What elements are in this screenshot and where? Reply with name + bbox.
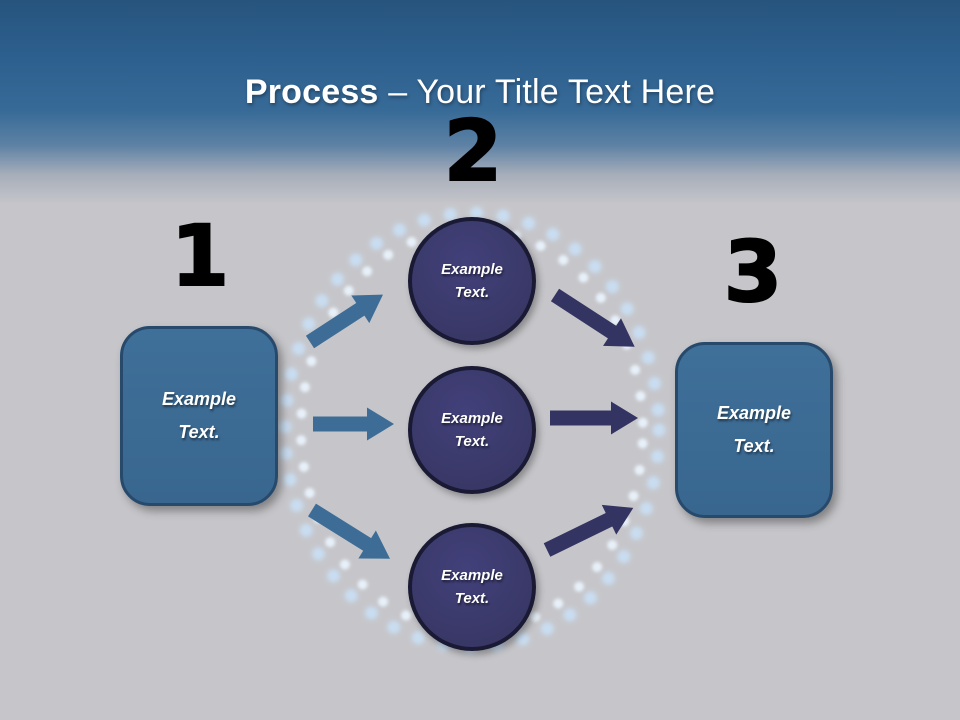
header-gradient-band bbox=[0, 0, 960, 210]
slide-title-rest: – Your Title Text Here bbox=[378, 72, 716, 111]
step-number-3: 3 bbox=[723, 223, 783, 321]
arrow-right-middle-icon bbox=[550, 401, 638, 435]
arrow-left-top-icon bbox=[305, 294, 383, 349]
arrow-right-bottom-icon bbox=[543, 504, 634, 557]
process-circle-top-label: Example Text. bbox=[441, 260, 503, 301]
process-circle-top: Example Text. bbox=[408, 217, 536, 345]
slide-title: Process – Your Title Text Here bbox=[0, 73, 960, 112]
process-circle-middle: Example Text. bbox=[408, 366, 536, 494]
process-circle-bottom: Example Text. bbox=[408, 523, 536, 651]
slide-title-bold: Process bbox=[244, 72, 379, 111]
left-arrows bbox=[305, 294, 394, 559]
arrow-right-top-icon bbox=[550, 288, 635, 347]
step-number-2: 2 bbox=[443, 102, 503, 200]
process-circle-bottom-label: Example Text. bbox=[441, 566, 503, 607]
step-number-1: 1 bbox=[170, 207, 230, 305]
process-circle-middle-label: Example Text. bbox=[441, 409, 503, 450]
arrow-left-bottom-icon bbox=[308, 503, 391, 559]
arrow-left-middle-icon bbox=[313, 407, 394, 441]
example-box-left: Example Text. bbox=[120, 326, 278, 506]
example-box-right-label: Example Text. bbox=[716, 402, 792, 456]
example-box-right: Example Text. bbox=[675, 342, 833, 518]
right-arrows bbox=[543, 288, 638, 557]
example-box-left-label: Example Text. bbox=[161, 388, 237, 442]
